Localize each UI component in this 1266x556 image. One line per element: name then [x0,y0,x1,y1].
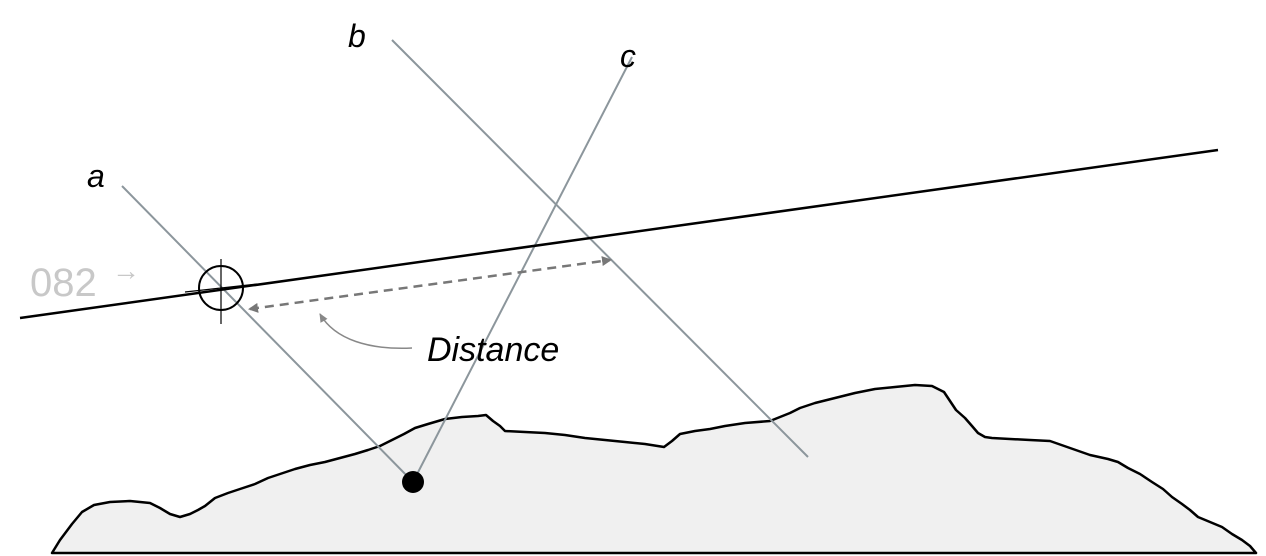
bearing-line-b [391,39,809,458]
line-label-a: a [87,158,105,194]
landmark-dot [402,471,424,493]
bearing-line-c [412,56,633,483]
bearing-arrow-icon: → [112,255,140,286]
distance-leader [319,313,413,349]
terrain-landmass [50,383,1258,555]
distance-label: Distance [427,331,559,369]
distance-arrow [248,256,612,313]
line-label-b: b [348,18,366,54]
position-fix-icon [184,259,258,324]
bearing-line-a [121,185,414,483]
bearing-value: 082 [30,261,97,305]
line-label-c: c [620,38,636,74]
course-line [19,148,1219,320]
